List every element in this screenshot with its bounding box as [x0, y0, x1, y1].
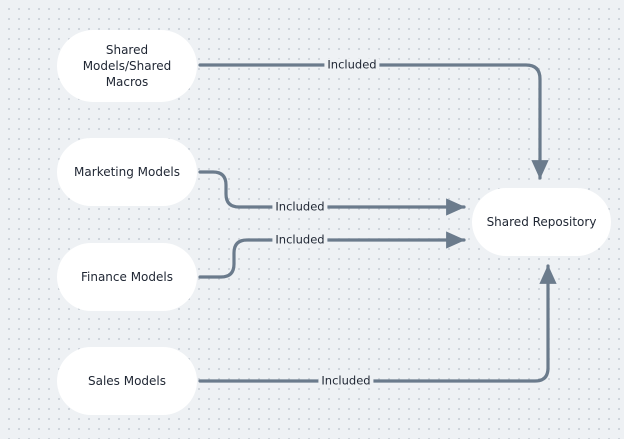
- edge-label-sales-models: Included: [318, 374, 374, 388]
- node-shared-models-line-2: Models/Shared: [82, 59, 172, 73]
- edge-label-shared-models: Included: [324, 58, 380, 72]
- edge-path-marketing-models: [198, 170, 466, 216]
- node-sales-models[interactable]: Sales Models: [57, 347, 197, 415]
- edge-path-finance-models: [198, 231, 466, 279]
- node-shared-repository[interactable]: Shared Repository: [472, 188, 611, 256]
- node-shared-models-line-3: Macros: [105, 75, 149, 89]
- node-shared-repository-label: Shared Repository: [486, 215, 597, 229]
- node-shared-models-label: Shared Models/Shared Macros: [83, 42, 172, 90]
- node-shared-models[interactable]: Shared Models/Shared Macros: [57, 30, 197, 102]
- node-sales-models-label: Sales Models: [87, 374, 167, 388]
- node-shared-models-line-1: Shared: [105, 43, 149, 57]
- node-marketing-models[interactable]: Marketing Models: [57, 138, 197, 206]
- edge-label-marketing-models: Included: [272, 200, 328, 214]
- edge-path-shared-models: [198, 63, 549, 180]
- node-finance-models[interactable]: Finance Models: [57, 243, 197, 311]
- edge-path-sales-models: [198, 264, 557, 383]
- node-marketing-models-label: Marketing Models: [74, 165, 180, 179]
- node-finance-models-label: Finance Models: [80, 270, 173, 284]
- edge-label-finance-models: Included: [272, 233, 328, 247]
